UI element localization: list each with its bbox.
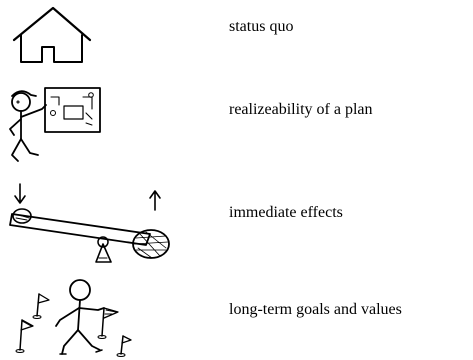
legend-row-status-quo: status quo <box>0 0 473 72</box>
legend-label-long-term-goals: long-term goals and values <box>229 301 402 318</box>
presenter-with-plan-board-icon <box>9 87 101 162</box>
legend-label-immediate-effects: immediate effects <box>229 204 343 221</box>
seesaw-balance-icon <box>9 183 170 263</box>
legend-label-status-quo: status quo <box>229 18 294 35</box>
house-icon <box>12 6 92 63</box>
legend-row-immediate-effects: immediate effects <box>0 178 473 270</box>
legend-row-long-term-goals: long-term goals and values <box>0 274 473 360</box>
legend-row-realizeability: realizeability of a plan <box>0 83 473 165</box>
legend-label-realizeability: realizeability of a plan <box>229 101 373 118</box>
stick-figure-with-flags-icon <box>15 279 132 357</box>
